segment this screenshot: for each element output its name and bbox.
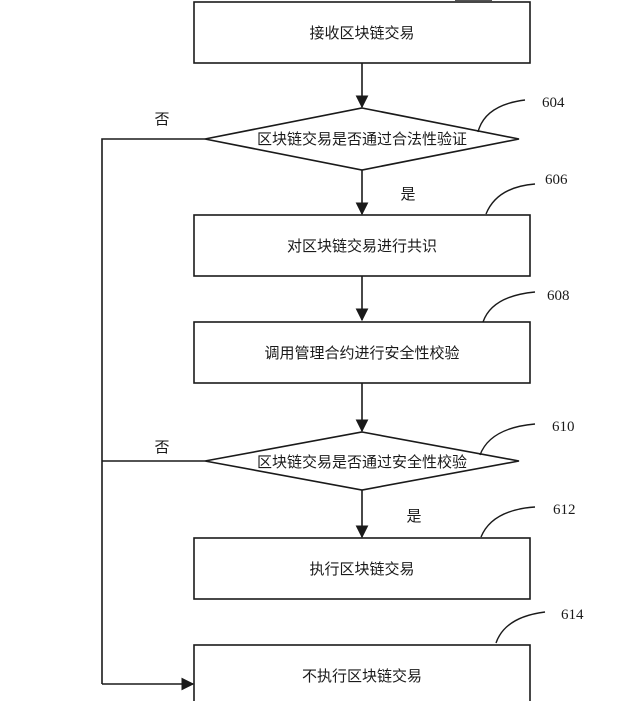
diamond-legality-check-label: 区块链交易是否通过合法性验证 bbox=[257, 130, 467, 148]
box-receive-transaction bbox=[193, 1, 531, 64]
ref-606: 606 bbox=[545, 172, 568, 188]
box-execute-label: 执行区块链交易 bbox=[309, 560, 414, 578]
ref-608: 608 bbox=[547, 288, 570, 304]
leader-612 bbox=[480, 506, 536, 538]
label-yes-legality: 是 bbox=[400, 185, 415, 203]
box-invoke-contract bbox=[193, 321, 531, 384]
label-yes-security: 是 bbox=[406, 507, 421, 525]
leader-614 bbox=[495, 611, 546, 644]
box-execute bbox=[193, 537, 531, 600]
leader-608 bbox=[482, 291, 536, 323]
box-not-execute-label: 不执行区块链交易 bbox=[302, 667, 422, 685]
box-consensus bbox=[193, 214, 531, 277]
leader-606 bbox=[485, 183, 536, 215]
edge-legality-no-path bbox=[101, 138, 205, 684]
diamond-security-check-label: 区块链交易是否通过安全性校验 bbox=[257, 453, 467, 471]
leader-610 bbox=[479, 423, 536, 456]
leader-604 bbox=[477, 99, 526, 133]
ref-614: 614 bbox=[561, 607, 584, 623]
label-no-legality: 否 bbox=[154, 110, 169, 128]
label-no-security: 否 bbox=[154, 438, 169, 456]
ref-610: 610 bbox=[552, 419, 575, 435]
ref-612: 612 bbox=[553, 502, 576, 518]
box-invoke-contract-label: 调用管理合约进行安全性校验 bbox=[264, 344, 459, 362]
ref-604: 604 bbox=[542, 95, 565, 111]
box-not-execute bbox=[193, 644, 531, 701]
box-consensus-label: 对区块链交易进行共识 bbox=[287, 237, 437, 255]
box-receive-transaction-label: 接收区块链交易 bbox=[309, 24, 414, 42]
